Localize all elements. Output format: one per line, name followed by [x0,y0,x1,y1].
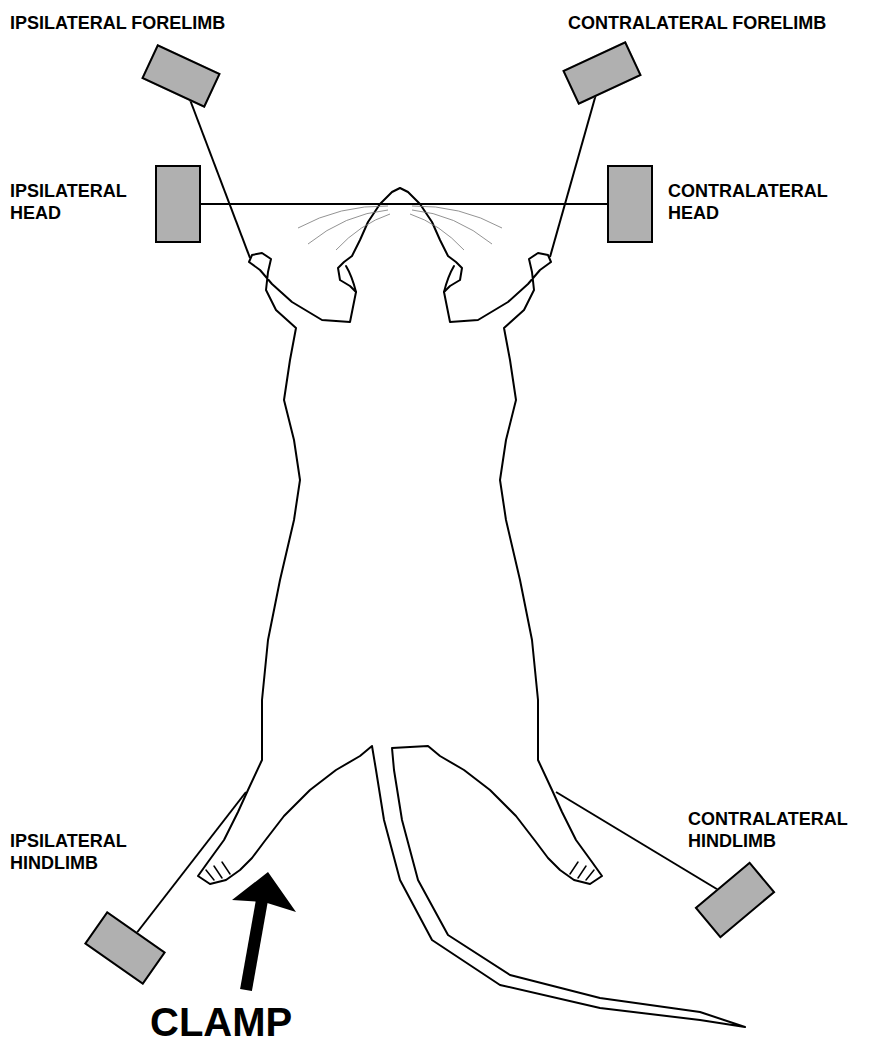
transducer-label: IPSILATERAL FORELIMB [10,12,225,34]
right-paw-toes [570,862,594,880]
transducer-box [155,165,201,243]
transducer-box [84,911,166,985]
transducer-box [562,41,642,105]
transducer-label: CONTRALATERAL HEAD [668,180,858,224]
transducer-node: IPSILATERAL HEAD [10,160,202,248]
transducer-node: IPSILATERAL FORELIMB [10,10,260,120]
transducer-label: IPSILATERAL HEAD [10,180,160,224]
left-paw-toes [206,862,230,880]
rat-outline [198,188,745,1027]
transducer-box [695,862,776,939]
transducer-node: CONTRALATERAL HEAD [605,160,867,248]
whiskers [298,206,502,250]
clamp-arrow [232,872,296,990]
transducer-box [607,165,653,243]
right-ear [444,266,454,292]
transducer-node: IPSILATERAL HINDLIMB [10,830,185,995]
transducer-node: CONTRALATERAL FORELIMB [560,10,865,120]
transducer-threads [125,73,735,948]
left-ear [346,266,356,292]
transducer-node: CONTRALATERAL HINDLIMB [680,808,870,958]
transducer-label: CONTRALATERAL HINDLIMB [688,808,868,852]
clamp-label: CLAMP [150,1000,292,1045]
head-thread [201,203,607,205]
transducer-label: IPSILATERAL HINDLIMB [10,830,160,874]
transducer-label: CONTRALATERAL FORELIMB [568,12,826,34]
transducer-box [141,44,221,108]
